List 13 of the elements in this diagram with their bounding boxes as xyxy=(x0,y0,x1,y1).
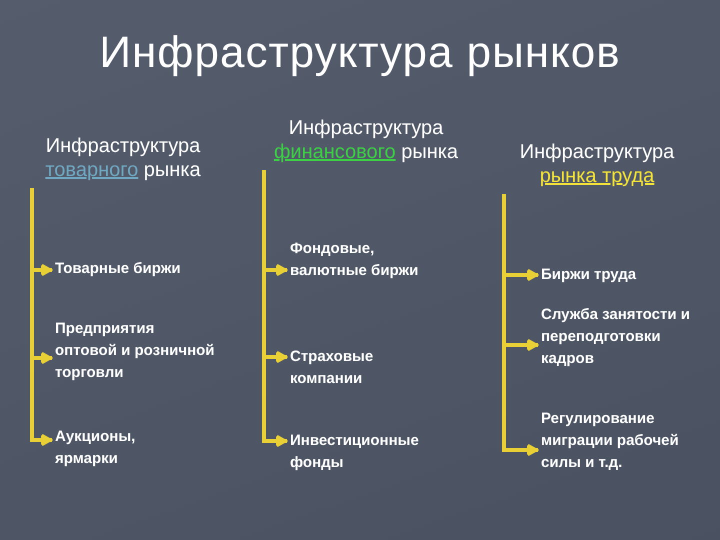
list-item: Биржи труда xyxy=(541,264,691,286)
list-item: Аукционы, ярмарки xyxy=(55,426,195,470)
list-item: Инвестиционные фонды xyxy=(290,430,460,474)
column-heading: Инфраструктура товарного рынка xyxy=(15,134,231,182)
list-item: Предприятия оптовой и розничной торговли xyxy=(55,318,215,384)
title: Инфраструктура рынков xyxy=(98,28,622,78)
list-item: Товарные биржи xyxy=(55,258,195,280)
list-item: Служба занятости и переподготовки кадров xyxy=(541,304,706,370)
column-heading: Инфраструктура рынка труда xyxy=(490,140,704,188)
column-heading: Инфраструктура финансового рынка xyxy=(256,116,476,164)
list-item: Регулирование миграции рабочей силы и т.д. xyxy=(541,408,706,474)
list-item: Страховые компании xyxy=(290,346,430,390)
list-item: Фондовые, валютные биржи xyxy=(290,238,430,282)
